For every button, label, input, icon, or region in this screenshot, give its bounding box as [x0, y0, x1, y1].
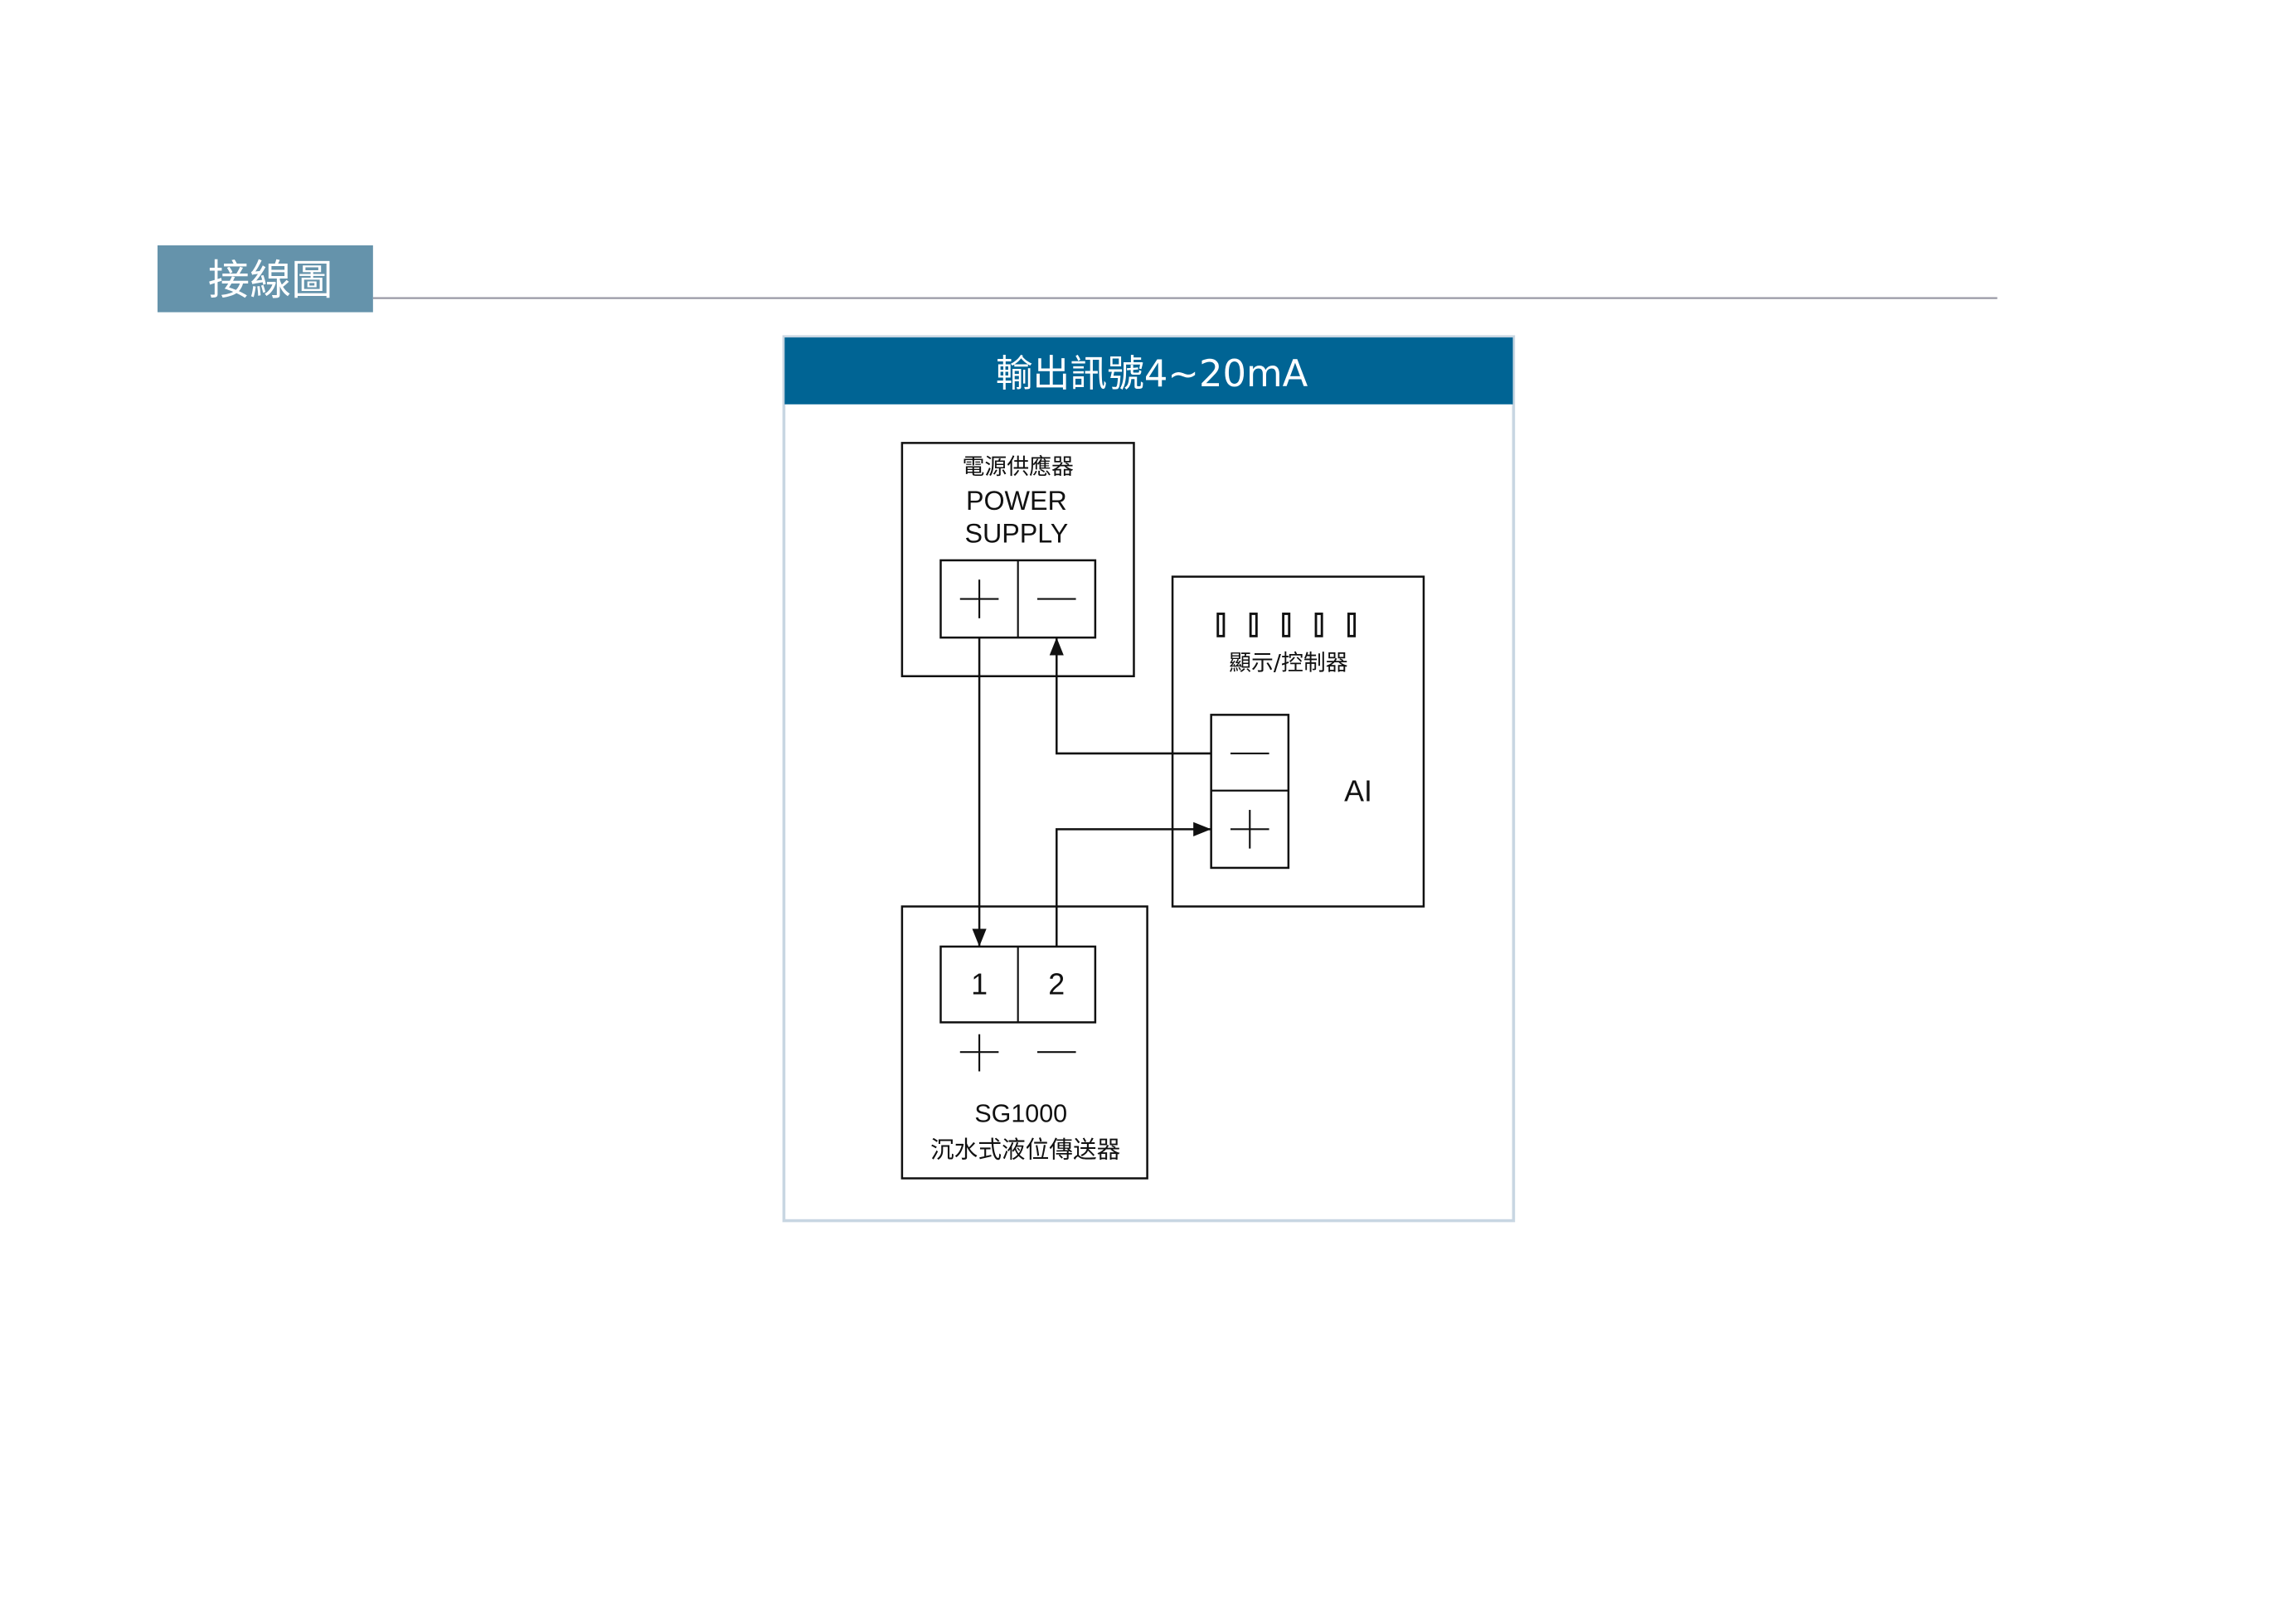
panel-header — [784, 337, 1513, 405]
display-digits-icon — [1216, 613, 1357, 637]
plus-icon — [959, 579, 999, 618]
transmitter-model: SG1000 — [974, 1099, 1067, 1127]
section-tab — [157, 245, 373, 313]
power-supply-label-en-2: SUPPLY — [964, 518, 1068, 548]
transmitter-block: 1 2 SG1000 沉水式液位傳送器 — [900, 905, 1148, 1180]
terminal-2-label: 2 — [1048, 967, 1065, 1001]
power-supply-block: 電源供應器 POWER SUPPLY — [900, 442, 1135, 677]
power-supply-label-zh: 電源供應器 — [962, 454, 1074, 480]
plus-icon — [959, 1034, 999, 1072]
transmitter-name: 沉水式液位傳送器 — [930, 1135, 1120, 1163]
wire-ai-minus-to-supply-minus — [1049, 637, 1211, 755]
wire-terminal-2-to-ai-plus — [1056, 821, 1211, 947]
power-supply-label-en-1: POWER — [966, 486, 1067, 516]
controller-block: 顯示/控制器 AI — [1171, 575, 1425, 908]
analog-input-label: AI — [1344, 774, 1372, 807]
controller-label: 顯示/控制器 — [1229, 651, 1348, 676]
panel-title: 輸出訊號4~20mA — [996, 351, 1308, 395]
section-title: 接線圖 — [208, 255, 333, 304]
plus-icon — [1230, 810, 1269, 849]
terminal-1-label: 1 — [971, 967, 988, 1001]
